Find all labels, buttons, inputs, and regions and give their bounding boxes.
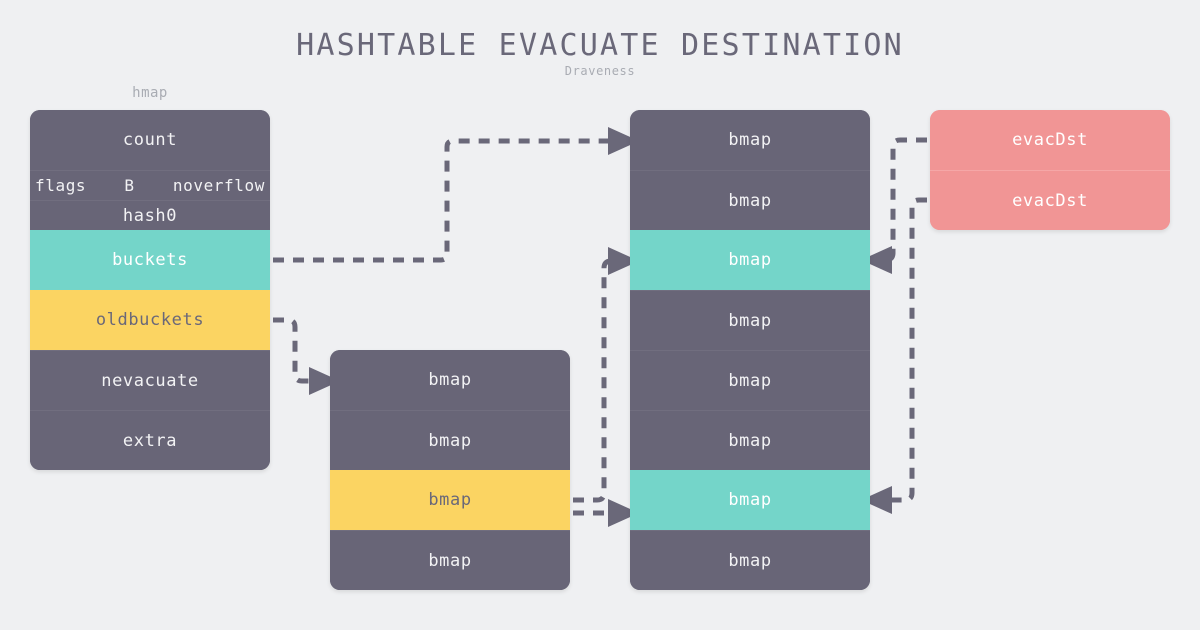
buckets-bmap-row-7[interactable]: bmap bbox=[630, 470, 870, 530]
hmap-field-buckets[interactable]: buckets bbox=[30, 230, 270, 290]
hmap-struct: count flags B noverflow hash0 buckets ol… bbox=[30, 110, 270, 470]
hmap-field-flags-label: flags bbox=[35, 176, 87, 195]
hmap-field-noverflow-label: noverflow bbox=[172, 176, 265, 195]
hmap-field-count-label: count bbox=[122, 130, 178, 150]
buckets-bmap-row-2[interactable]: bmap bbox=[630, 170, 870, 230]
buckets-bmap-row-7-label: bmap bbox=[728, 490, 772, 510]
oldbuckets-bmap-row-4-label: bmap bbox=[428, 550, 472, 571]
oldbuckets-bmap-row-4[interactable]: bmap bbox=[330, 530, 570, 590]
buckets-bmap-row-1-label: bmap bbox=[728, 130, 772, 150]
hmap-field-hash0-label: hash0 bbox=[122, 205, 178, 226]
arrow-buckets-to-new-array bbox=[273, 127, 639, 263]
hmap-field-buckets-label: buckets bbox=[112, 250, 188, 270]
hmap-field-oldbuckets-label: oldbuckets bbox=[95, 310, 205, 330]
oldbuckets-bmap-row-1[interactable]: bmap bbox=[330, 350, 570, 410]
buckets-bmap-row-8[interactable]: bmap bbox=[630, 530, 870, 590]
buckets-bmap-row-5[interactable]: bmap bbox=[630, 350, 870, 410]
evacdst-row-2[interactable]: evacDst bbox=[930, 170, 1170, 230]
buckets-bmap-row-2-label: bmap bbox=[728, 190, 772, 211]
buckets-bmap-row-8-label: bmap bbox=[728, 550, 772, 571]
page-subtitle: Draveness bbox=[564, 64, 636, 78]
buckets-bmap-row-3[interactable]: bmap bbox=[630, 230, 870, 290]
oldbuckets-bmap-row-3-label: bmap bbox=[428, 490, 472, 510]
oldbuckets-bmap-array: bmap bmap bmap bmap bbox=[330, 350, 570, 590]
arrow-evacdst2-to-new-bmap-lower bbox=[861, 197, 927, 514]
hmap-field-extra[interactable]: extra bbox=[30, 410, 270, 470]
arrow-oldbuckets-to-old-array bbox=[273, 317, 340, 395]
evacdst-row-1-label: evacDst bbox=[1012, 130, 1088, 150]
evacdst-row-2-label: evacDst bbox=[1012, 190, 1088, 211]
hmap-field-hash0[interactable]: hash0 bbox=[30, 200, 270, 230]
arrow-old-bmap-to-new-bmap-upper bbox=[573, 247, 639, 503]
oldbuckets-bmap-row-2[interactable]: bmap bbox=[330, 410, 570, 470]
oldbuckets-bmap-row-2-label: bmap bbox=[428, 430, 472, 451]
oldbuckets-bmap-row-3[interactable]: bmap bbox=[330, 470, 570, 530]
hmap-caption: hmap bbox=[132, 85, 168, 101]
buckets-bmap-row-4-label: bmap bbox=[728, 310, 772, 331]
hmap-field-b-label: B bbox=[124, 176, 135, 195]
buckets-bmap-row-6[interactable]: bmap bbox=[630, 410, 870, 470]
buckets-bmap-row-5-label: bmap bbox=[728, 370, 772, 391]
buckets-bmap-array: bmap bmap bmap bmap bmap bmap bmap bmap bbox=[630, 110, 870, 590]
hmap-field-flags-b-noverflow[interactable]: flags B noverflow bbox=[30, 170, 270, 200]
hmap-field-oldbuckets[interactable]: oldbuckets bbox=[30, 290, 270, 350]
arrow-evacdst1-to-new-bmap-upper bbox=[861, 137, 927, 274]
buckets-bmap-row-6-label: bmap bbox=[728, 430, 772, 451]
buckets-bmap-row-3-label: bmap bbox=[728, 250, 772, 270]
buckets-bmap-row-1[interactable]: bmap bbox=[630, 110, 870, 170]
hmap-field-extra-label: extra bbox=[122, 430, 178, 451]
hmap-field-nevacuate-label: nevacuate bbox=[101, 370, 199, 391]
page-title: HASHTABLE EVACUATE DESTINATION bbox=[296, 28, 904, 63]
evacdst-struct: evacDst evacDst bbox=[930, 110, 1170, 230]
hmap-field-count[interactable]: count bbox=[30, 110, 270, 170]
hmap-field-nevacuate[interactable]: nevacuate bbox=[30, 350, 270, 410]
buckets-bmap-row-4[interactable]: bmap bbox=[630, 290, 870, 350]
evacdst-row-1[interactable]: evacDst bbox=[930, 110, 1170, 170]
oldbuckets-bmap-row-1-label: bmap bbox=[428, 370, 472, 390]
